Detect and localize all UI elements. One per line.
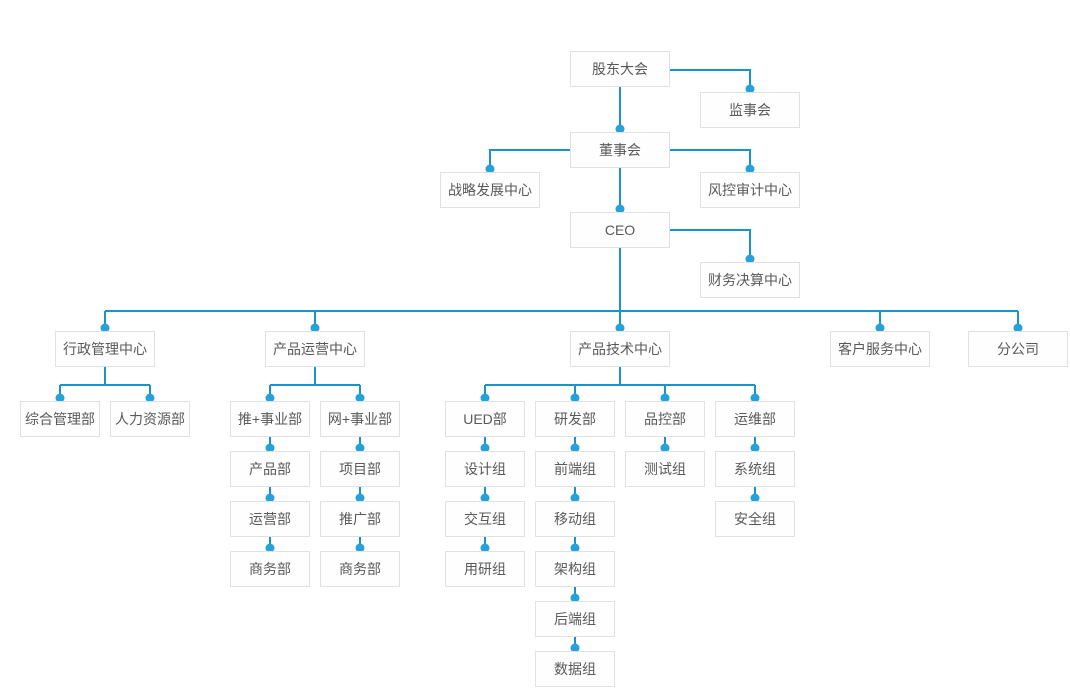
node-ops-maintenance-dept[interactable]: 运维部: [715, 401, 795, 437]
node-data-group[interactable]: 数据组: [535, 651, 615, 687]
node-general-management-dept[interactable]: 综合管理部: [20, 401, 100, 437]
node-human-resources-dept[interactable]: 人力资源部: [110, 401, 190, 437]
node-wang-business-division[interactable]: 网+事业部: [320, 401, 400, 437]
node-strategy-development-center[interactable]: 战略发展中心: [440, 172, 540, 208]
node-rnd-dept[interactable]: 研发部: [535, 401, 615, 437]
node-ued-dept[interactable]: UED部: [445, 401, 525, 437]
node-frontend-group[interactable]: 前端组: [535, 451, 615, 487]
node-board-of-directors[interactable]: 董事会: [570, 132, 670, 168]
node-mobile-group[interactable]: 移动组: [535, 501, 615, 537]
node-ceo[interactable]: CEO: [570, 212, 670, 248]
node-tui-business-division[interactable]: 推+事业部: [230, 401, 310, 437]
node-shareholders-meeting[interactable]: 股东大会: [570, 51, 670, 87]
node-product-operation-center[interactable]: 产品运营中心: [265, 331, 365, 367]
connector-splitter-lines: [59, 367, 756, 398]
node-user-research-group[interactable]: 用研组: [445, 551, 525, 587]
node-admin-management-center[interactable]: 行政管理中心: [55, 331, 155, 367]
node-operation-dept[interactable]: 运营部: [230, 501, 310, 537]
node-product-technology-center[interactable]: 产品技术中心: [570, 331, 670, 367]
node-financial-settlement-center[interactable]: 财务决算中心: [700, 262, 800, 298]
node-testing-group[interactable]: 测试组: [625, 451, 705, 487]
node-quality-control-dept[interactable]: 品控部: [625, 401, 705, 437]
node-business-dept-wang[interactable]: 商务部: [320, 551, 400, 587]
node-design-group[interactable]: 设计组: [445, 451, 525, 487]
node-system-group[interactable]: 系统组: [715, 451, 795, 487]
node-supervisory-board[interactable]: 监事会: [700, 92, 800, 128]
node-interaction-group[interactable]: 交互组: [445, 501, 525, 537]
node-backend-group[interactable]: 后端组: [535, 601, 615, 637]
node-branch-company[interactable]: 分公司: [968, 331, 1068, 367]
node-customer-service-center[interactable]: 客户服务中心: [830, 331, 930, 367]
connector-top-lines: [104, 69, 1019, 328]
node-business-dept-tui[interactable]: 商务部: [230, 551, 310, 587]
node-project-dept[interactable]: 项目部: [320, 451, 400, 487]
node-risk-audit-center[interactable]: 风控审计中心: [700, 172, 800, 208]
node-security-group[interactable]: 安全组: [715, 501, 795, 537]
node-architecture-group[interactable]: 架构组: [535, 551, 615, 587]
node-promotion-dept[interactable]: 推广部: [320, 501, 400, 537]
node-product-dept[interactable]: 产品部: [230, 451, 310, 487]
